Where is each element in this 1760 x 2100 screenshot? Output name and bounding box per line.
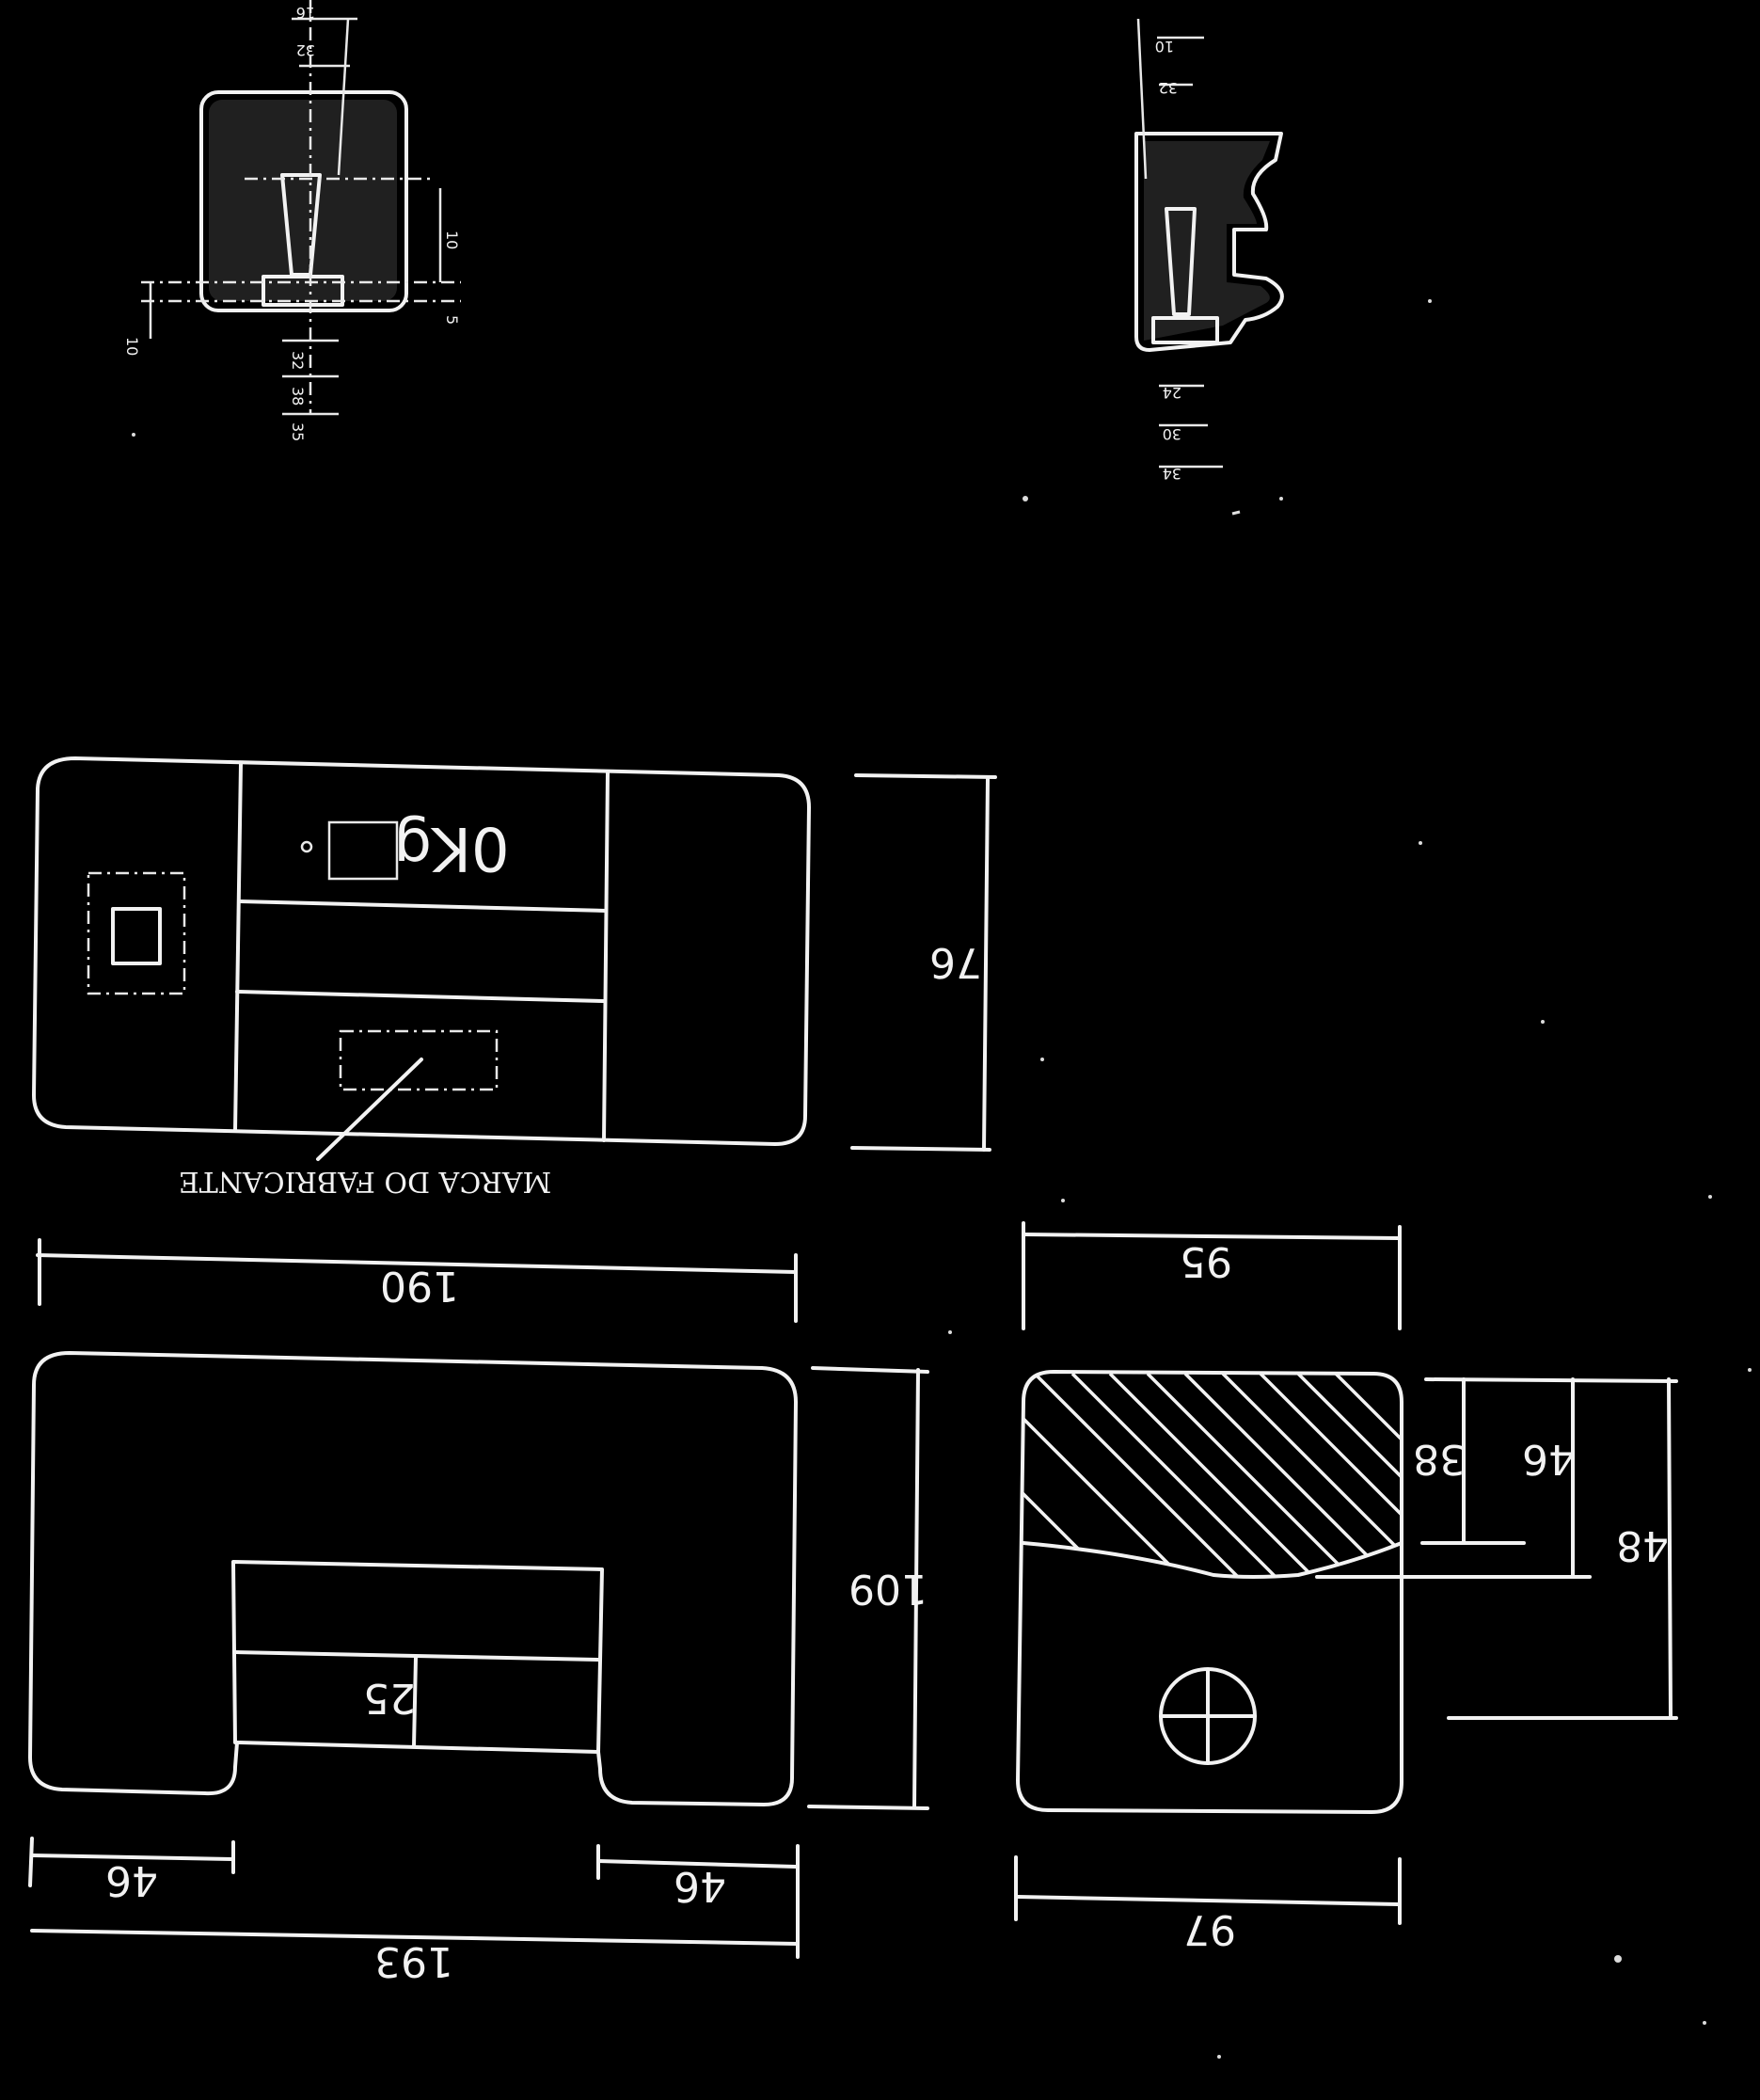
dim-95-line (1022, 1233, 1400, 1240)
detail-a-section: 16 32 10 5 10 32 38 35 (123, 0, 461, 441)
detail-a-label-8: 35 (289, 422, 307, 441)
top-view: 0Kg MARCA DO FABRICANTE 190 76 (32, 756, 997, 1323)
section-outline (1016, 1370, 1403, 1814)
dim-25-label: 25 (363, 1674, 416, 1722)
detail-a-label-6: 32 (289, 351, 307, 370)
section-hatching (1023, 1372, 1402, 1577)
dim-46-right-line (596, 1859, 798, 1869)
dim-109-line (912, 1368, 920, 1808)
top-view-divider-right (602, 770, 610, 1142)
dim-48-line (1667, 1377, 1673, 1720)
dim-48-label: 48 (1616, 1521, 1669, 1569)
detail-b-label-4: 30 (1163, 425, 1181, 443)
dim-76-line (982, 777, 990, 1152)
detail-a-label-1: 16 (296, 4, 315, 22)
manufacturer-leader (316, 1058, 423, 1161)
top-view-divider-left (233, 762, 243, 1133)
dim-109-ext-bottom (807, 1805, 929, 1810)
detail-b-label-3: 24 (1163, 384, 1181, 402)
top-view-band-top (237, 899, 608, 913)
dim-97-label: 97 (1183, 1905, 1236, 1953)
dim-109-ext-top (811, 1366, 929, 1374)
mass-label: 0Kg (393, 813, 509, 883)
top-view-cavity-inner (111, 907, 162, 965)
dim-38-label: 38 (1413, 1435, 1466, 1483)
side-view: 25 109 46 46 193 (28, 1351, 929, 1985)
detail-a-label-4: 5 (443, 315, 461, 325)
top-view-dot (300, 840, 313, 853)
dim-25-line (412, 1656, 418, 1748)
detail-b-leader (1136, 18, 1148, 180)
dim-95-label: 95 (1180, 1237, 1232, 1285)
side-view-outline (28, 1351, 798, 1806)
dim-193-label: 193 (374, 1937, 453, 1985)
detail-b-outline (1134, 132, 1284, 352)
top-view-mass-box (327, 820, 399, 881)
manufacturer-label: MARCA DO FABRICANTE (179, 1165, 551, 1198)
dim-46-section-label: 46 (1522, 1435, 1575, 1483)
detail-a-plug (262, 275, 344, 307)
top-view-outline (32, 756, 811, 1146)
dim-stack-ext-top (1424, 1377, 1678, 1383)
top-view-band-bottom (235, 990, 606, 1003)
detail-a-label-7: 38 (289, 387, 307, 406)
detail-b-label-2: 32 (1159, 79, 1178, 97)
dim-76-label: 76 (929, 938, 982, 986)
dim-46-left-ext-a (28, 1837, 34, 1887)
dim-76-ext-bottom (850, 1146, 991, 1152)
dim-193-line (30, 1929, 800, 1946)
dim-190-line (36, 1253, 798, 1274)
detail-a-shading (209, 100, 397, 301)
dim-46-right-label: 46 (674, 1862, 726, 1910)
detail-a-outline (199, 90, 408, 312)
section-hatch-boundary (1022, 1541, 1403, 1579)
section-view: 95 97 38 46 48 (1014, 1221, 1678, 1953)
detail-b-label-5: 34 (1163, 465, 1181, 483)
detail-b-label-1: 10 (1155, 38, 1174, 56)
detail-b-section: 10 32 24 30 34 (1134, 18, 1284, 483)
detail-a-label-5: 10 (123, 337, 141, 356)
detail-a-label-2: 32 (296, 41, 315, 59)
detail-a-leader (337, 18, 350, 176)
dim-190-label: 190 (380, 1262, 459, 1310)
dim-76-ext-top (854, 773, 997, 779)
top-view-cavity-outer (87, 871, 186, 995)
dim-46-left-line (30, 1853, 233, 1861)
side-view-slot-top (233, 1650, 600, 1662)
detail-b-taper-hole (1165, 207, 1197, 316)
manufacturer-mark-area (339, 1029, 499, 1091)
detail-b-plug (1151, 316, 1219, 344)
dim-109-label: 109 (848, 1565, 928, 1613)
detail-a-label-3: 10 (443, 231, 461, 249)
scan-noise (132, 299, 1752, 2059)
dim-97-line (1016, 1895, 1400, 1906)
detail-b-shading (1144, 141, 1270, 341)
dim-46-left-label: 46 (105, 1856, 158, 1904)
